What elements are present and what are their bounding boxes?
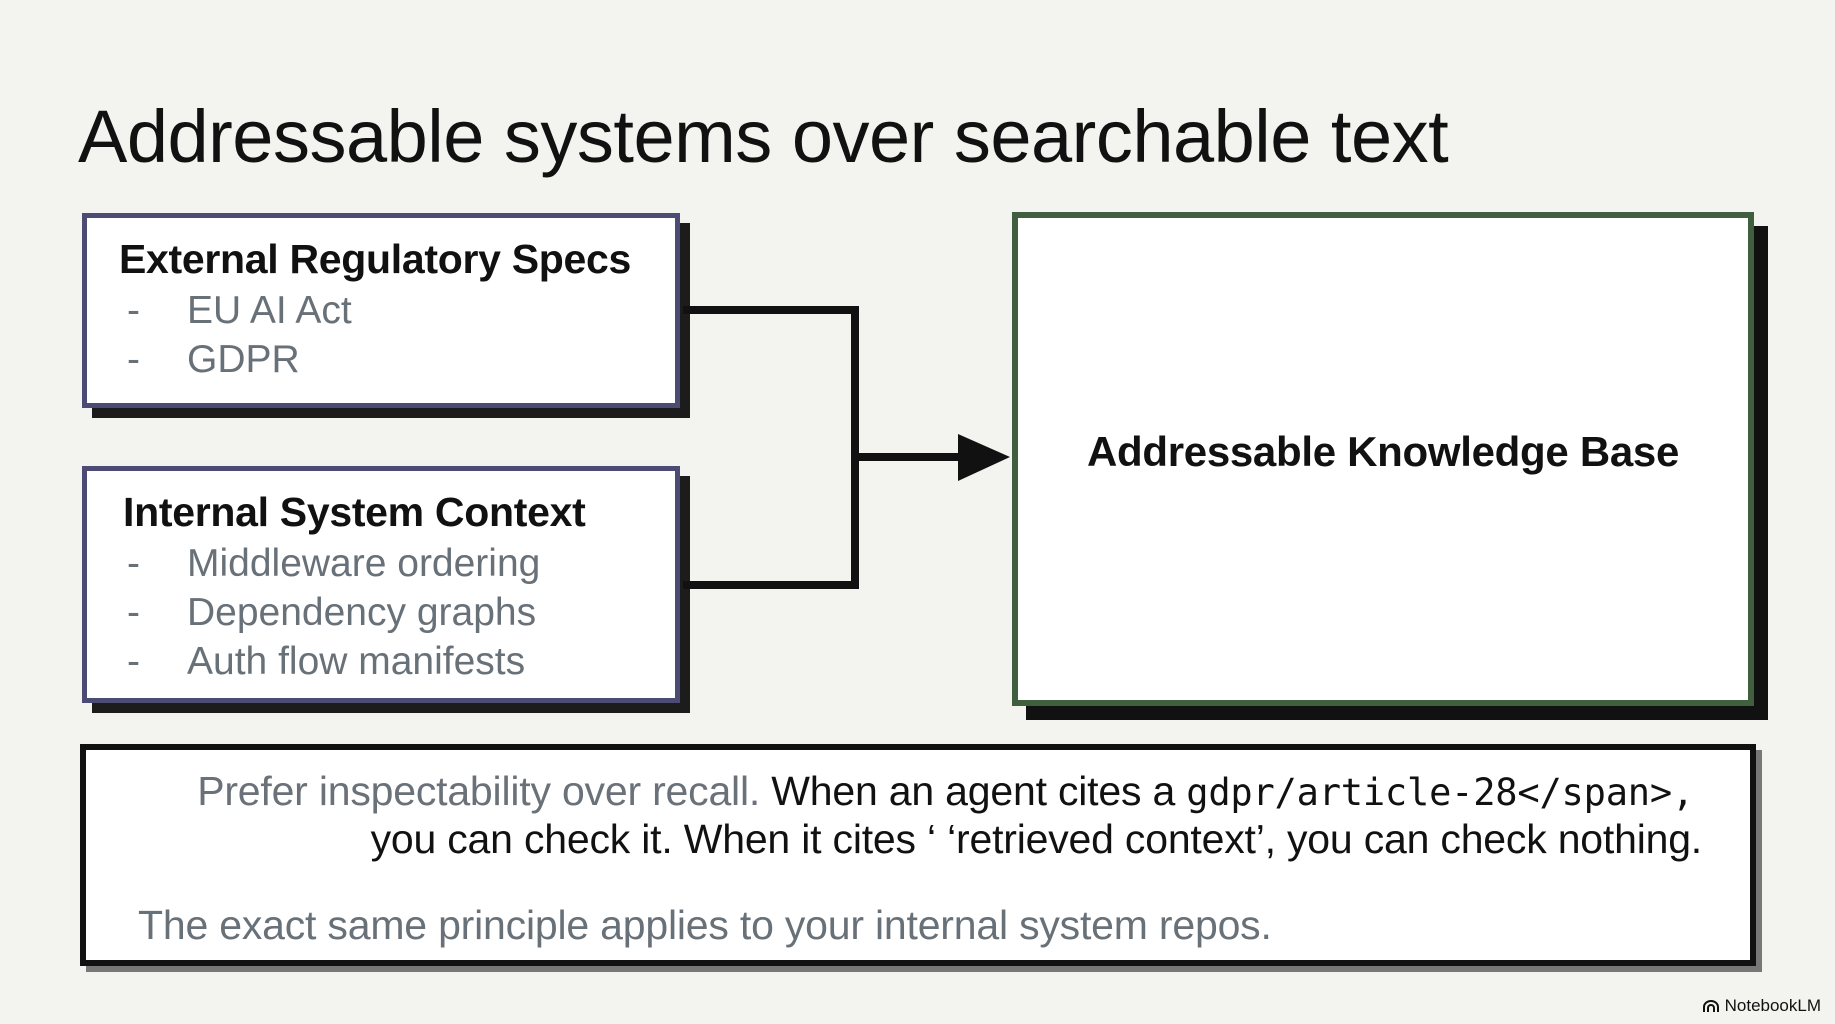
internal-context-list: -Middleware ordering -Dependency graphs … xyxy=(127,539,540,686)
notebooklm-logo-icon xyxy=(1702,1000,1719,1012)
dash-bullet: - xyxy=(127,640,140,683)
knowledge-base-label: Addressable Knowledge Base xyxy=(1086,428,1680,475)
note-line-2: you can check it. When it cites ‘ ‘retri… xyxy=(370,816,1703,862)
note-line-1: Prefer inspectability over recall. When … xyxy=(197,768,1694,815)
note-code: gdpr/article-28</span>, xyxy=(1186,771,1694,814)
slide-title: Addressable systems over searchable text xyxy=(78,95,1449,178)
addressable-knowledge-base-box: Addressable Knowledge Base xyxy=(1012,212,1754,706)
list-item: -Middleware ordering xyxy=(127,539,540,588)
list-item: -EU AI Act xyxy=(127,286,352,335)
brand-name: NotebookLM xyxy=(1724,996,1821,1015)
internal-system-context-box: Internal System Context -Middleware orde… xyxy=(82,466,680,703)
internal-context-title: Internal System Context xyxy=(123,489,586,535)
list-item: -GDPR xyxy=(127,335,352,384)
external-specs-title: External Regulatory Specs xyxy=(119,236,632,282)
external-regulatory-specs-box: External Regulatory Specs -EU AI Act -GD… xyxy=(82,213,680,408)
principle-note-box: Prefer inspectability over recall. When … xyxy=(80,744,1756,966)
dash-bullet: - xyxy=(127,591,140,634)
external-specs-list: -EU AI Act -GDPR xyxy=(127,286,352,384)
dash-bullet: - xyxy=(127,338,140,381)
notebooklm-brand: NotebookLM xyxy=(1702,996,1821,1016)
arrowhead-icon xyxy=(958,434,1010,481)
list-item: -Auth flow manifests xyxy=(127,637,540,686)
connector-from-external xyxy=(683,306,859,457)
dash-bullet: - xyxy=(127,542,140,585)
note-text: When an agent cites a xyxy=(760,768,1187,814)
note-emphasis: Prefer inspectability over recall. xyxy=(197,768,761,814)
list-item: -Dependency graphs xyxy=(127,588,540,637)
connector-from-internal xyxy=(683,457,859,589)
dash-bullet: - xyxy=(127,289,140,332)
note-line-3: The exact same principle applies to your… xyxy=(138,902,1272,948)
